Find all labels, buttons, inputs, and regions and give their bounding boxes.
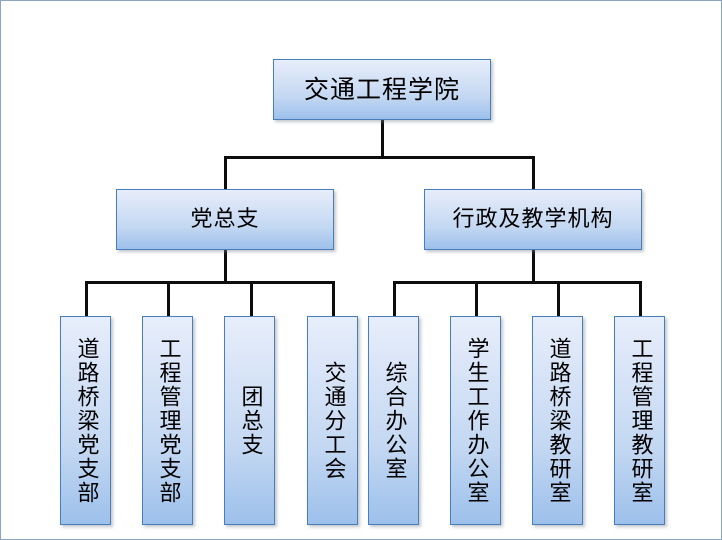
connector-right-bus — [393, 281, 642, 284]
node-road-bridge-teaching-research-office-label: 道路桥梁教研室 — [545, 336, 571, 505]
connector-drop-admin — [532, 156, 535, 189]
connector-admin-stem — [532, 250, 535, 283]
connector-root-stem — [381, 120, 384, 158]
node-student-affairs-office-label: 学生工作办公室 — [463, 336, 489, 505]
node-road-bridge-party-branch-label: 道路桥梁党支部 — [73, 336, 99, 505]
node-traffic-branch-union[interactable]: 交通分工会 — [307, 316, 358, 525]
node-youth-league-general-branch[interactable]: 团总支 — [224, 316, 275, 525]
node-road-bridge-teaching-research-office[interactable]: 道路桥梁教研室 — [532, 316, 583, 525]
node-engineering-management-teaching-research-office-label: 工程管理教研室 — [627, 336, 653, 505]
connector-drop-right-1 — [393, 281, 396, 316]
connector-left-bus — [85, 281, 335, 284]
connector-drop-left-1 — [85, 281, 88, 316]
connector-drop-right-2 — [475, 281, 478, 316]
connector-drop-left-3 — [250, 281, 253, 316]
node-engineering-management-teaching-research-office[interactable]: 工程管理教研室 — [614, 316, 665, 525]
node-student-affairs-office[interactable]: 学生工作办公室 — [450, 316, 501, 525]
connector-drop-party — [224, 156, 227, 189]
node-engineering-management-party-branch-label: 工程管理党支部 — [155, 336, 181, 505]
node-road-bridge-party-branch[interactable]: 道路桥梁党支部 — [60, 316, 111, 525]
node-youth-league-general-branch-label: 团总支 — [237, 384, 263, 457]
connector-drop-left-4 — [332, 281, 335, 316]
node-general-office-label: 综合办公室 — [381, 360, 407, 481]
node-administrative-teaching-organizations[interactable]: 行政及教学机构 — [424, 189, 642, 250]
connector-drop-left-2 — [167, 281, 170, 316]
node-party-general-branch[interactable]: 党总支 — [116, 189, 334, 250]
node-root-label: 交通工程学院 — [303, 75, 460, 104]
node-traffic-branch-union-label: 交通分工会 — [320, 360, 346, 481]
connector-level2-bus — [224, 156, 535, 159]
node-root-traffic-engineering-college[interactable]: 交通工程学院 — [273, 59, 491, 120]
node-general-office[interactable]: 综合办公室 — [368, 316, 419, 525]
node-administrative-teaching-organizations-label: 行政及教学机构 — [452, 206, 614, 232]
node-engineering-management-party-branch[interactable]: 工程管理党支部 — [142, 316, 193, 525]
connector-drop-right-3 — [557, 281, 560, 316]
connector-drop-right-4 — [639, 281, 642, 316]
connector-party-stem — [224, 250, 227, 283]
node-party-general-branch-label: 党总支 — [190, 206, 260, 232]
